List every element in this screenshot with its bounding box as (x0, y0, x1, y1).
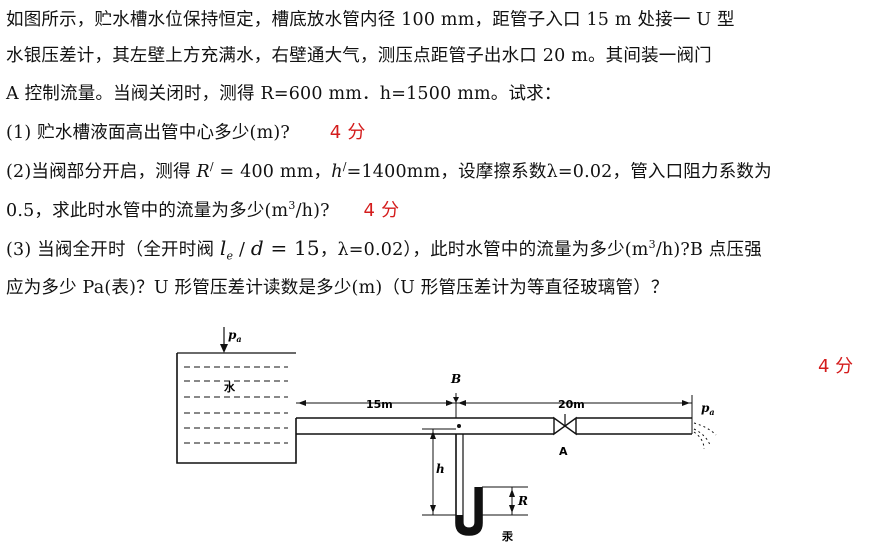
h-label: h (436, 462, 445, 476)
q2-h-prime: / (342, 160, 347, 174)
q3-div: / (233, 240, 251, 260)
arrowheads (220, 344, 690, 513)
jet-3 (693, 431, 705, 450)
jet-2 (693, 428, 711, 446)
pa-top-label: pa (228, 328, 242, 344)
mercury-fill (456, 487, 482, 535)
problem-line-1: 如图所示，贮水槽水位保持恒定，槽底放水管内径 100 mm，距管子入口 15 m… (6, 10, 735, 30)
q2-sup: 3 (288, 199, 296, 213)
jet-1 (693, 422, 717, 436)
water-hatching (184, 366, 288, 444)
q3-text-c: /h)?B 点压强 (655, 240, 762, 260)
score-q3: 4 分 (818, 356, 854, 377)
q3-d-symbol: d (250, 236, 264, 260)
dist-20-label: 20m (558, 398, 585, 411)
point-b-label: B (450, 372, 461, 386)
q3-eq: = 15 (263, 236, 320, 260)
point-b-dot (457, 424, 461, 428)
question-1-text: (1) 贮水槽液面高出管中心多少(m)? (6, 123, 290, 143)
q3-text-a: (3) 当阀全开时（全开时阀 (6, 240, 220, 260)
q2-line2-text-b: /h)? (295, 201, 330, 221)
r-label: R (517, 494, 528, 508)
q2-r-symbol: R (196, 162, 210, 182)
problem-line-2: 水银压差计，其左壁上方充满水，右壁通大气，测压点距管子出水口 20 m。其间装一… (6, 46, 712, 66)
q3-l-symbol: l (219, 236, 227, 260)
q3-e-subscript: e (226, 249, 234, 263)
q2-text-b: = 400 mm， (213, 162, 332, 182)
q2-h-symbol: h (331, 162, 343, 182)
q2-line2-text-a: 0.5，求此时水管中的流量为多少(m (6, 201, 289, 221)
tank-pipe-diagram: pa 水 15m 20m B A pa h R 汞 (176, 327, 717, 543)
score-q2: 4 分 (363, 200, 400, 221)
mercury-label: 汞 (501, 530, 514, 543)
q3-sup: 3 (648, 238, 656, 252)
pa-out-label: pa (701, 401, 715, 417)
question-2-line-2: 0.5，求此时水管中的流量为多少(m3/h)? 4 分 (6, 196, 399, 222)
q3-text-b: ，λ=0.02），此时水管中的流量为多少(m (319, 240, 649, 260)
q2-r-prime: / (209, 160, 214, 174)
question-2-line-1: (2)当阀部分开启，测得 R/ = 400 mm，h/=1400mm，设摩擦系数… (6, 158, 772, 183)
q2-text-c: =1400mm，设摩擦系数λ=0.02，管入口阻力系数为 (346, 162, 772, 182)
valve-a-label: A (559, 445, 568, 458)
u-tube-inner (462, 434, 476, 529)
dist-15-label: 15m (366, 398, 393, 411)
q2-text-a: (2)当阀部分开启，测得 (6, 162, 197, 182)
question-3-line-1: (3) 当阀全开时（全开时阀 le / d = 15，λ=0.02），此时水管中… (6, 236, 762, 263)
tank-wall (176, 353, 297, 464)
water-label: 水 (224, 380, 236, 394)
question-1: (1) 贮水槽液面高出管中心多少(m)? 4 分 (6, 118, 366, 144)
question-3-line-2: 应为多少 Pa(表)？U 形管压差计读数是多少(m)（U 形管压差计为等直径玻璃… (6, 278, 669, 298)
score-q1: 4 分 (329, 122, 366, 143)
valve-shape (553, 416, 577, 436)
problem-line-3: A 控制流量。当阀关闭时，测得 R=600 mm．h=1500 mm。试求： (6, 84, 562, 104)
